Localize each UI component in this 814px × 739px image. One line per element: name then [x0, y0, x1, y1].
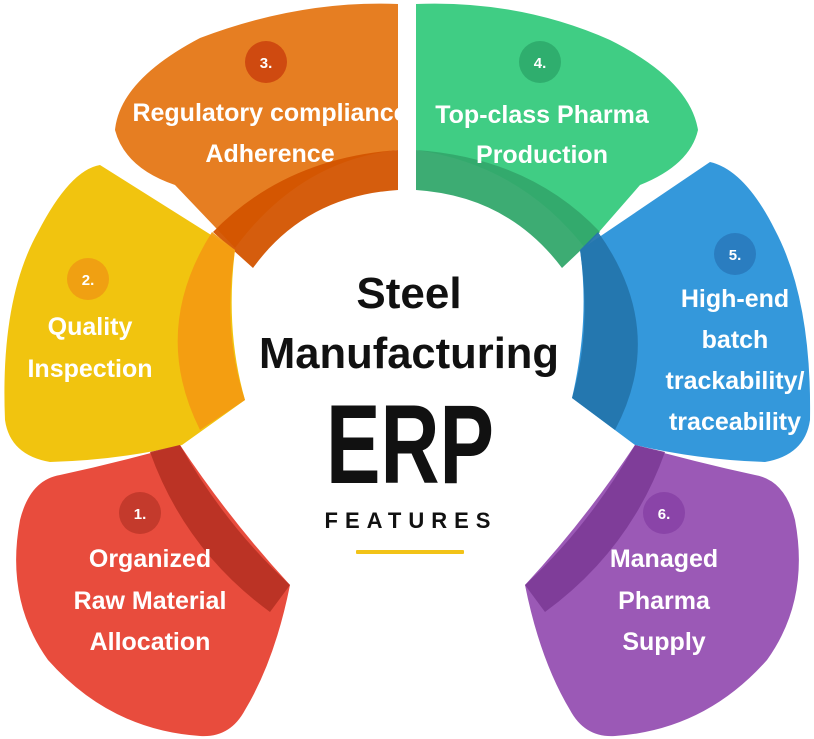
- center-subtitle: FEATURES: [325, 508, 498, 533]
- petal-shape: [115, 3, 398, 248]
- feature-label-2-line1: Quality: [48, 313, 133, 341]
- feature-petal-1: 1. Organized Raw Material Allocation: [16, 445, 290, 737]
- feature-label-4-line2: Production: [476, 141, 608, 169]
- feature-label-4-line1: Top-class Pharma: [435, 101, 650, 129]
- feature-label-1-line1: Organized: [89, 545, 211, 573]
- feature-petal-5: 5. High-end batch trackability/ traceabi…: [572, 162, 811, 462]
- center-underline: [356, 550, 464, 554]
- petal-inner-arc: [213, 150, 398, 268]
- badge-6: [643, 492, 685, 534]
- feature-petal-4: 4. Top-class Pharma Production: [416, 3, 698, 268]
- feature-number-2: 2.: [82, 272, 95, 289]
- badge-5: [714, 233, 756, 275]
- petal-inner-arc: [177, 232, 245, 430]
- badge-1: [119, 492, 161, 534]
- feature-number-3: 3.: [260, 55, 273, 72]
- center-title-erp: ERP: [326, 382, 494, 507]
- center-title-line2: Manufacturing: [259, 329, 559, 378]
- feature-label-1-line2: Raw Material: [74, 587, 227, 615]
- badge-3: [245, 41, 287, 83]
- petal-inner-arc: [525, 445, 665, 612]
- feature-label-2-line2: Inspection: [27, 355, 152, 383]
- petal-inner-arc: [416, 150, 600, 268]
- feature-label-6-line3: Supply: [622, 628, 705, 656]
- feature-number-5: 5.: [729, 247, 742, 264]
- feature-number-1: 1.: [134, 506, 147, 523]
- feature-label-5-line3: trackability/: [666, 367, 805, 395]
- feature-label-5-line4: traceability: [669, 408, 801, 436]
- center-title-block: Steel Manufacturing ERP FEATURES: [259, 269, 559, 554]
- feature-petal-6: 6. Managed Pharma Supply: [525, 445, 799, 737]
- feature-label-5-line1: High-end: [681, 285, 789, 313]
- badge-4: [519, 41, 561, 83]
- feature-label-5-line2: batch: [702, 326, 769, 354]
- feature-petal-3: 3. Regulatory compliance Adherence: [115, 3, 408, 268]
- feature-petal-2: 2. Quality Inspection: [4, 165, 245, 462]
- feature-label-3-line2: Adherence: [205, 140, 334, 168]
- petal-inner-arc: [572, 232, 638, 430]
- feature-number-6: 6.: [658, 506, 671, 523]
- feature-label-1-line3: Allocation: [90, 628, 211, 656]
- feature-label-6-line2: Pharma: [618, 587, 711, 615]
- feature-label-3-line1: Regulatory compliance: [132, 99, 407, 127]
- feature-label-6-line1: Managed: [610, 545, 718, 573]
- center-title-line1: Steel: [356, 269, 461, 318]
- petal-shape: [416, 3, 698, 248]
- petal-inner-arc: [150, 445, 290, 612]
- badge-2: [67, 258, 109, 300]
- feature-number-4: 4.: [534, 55, 547, 72]
